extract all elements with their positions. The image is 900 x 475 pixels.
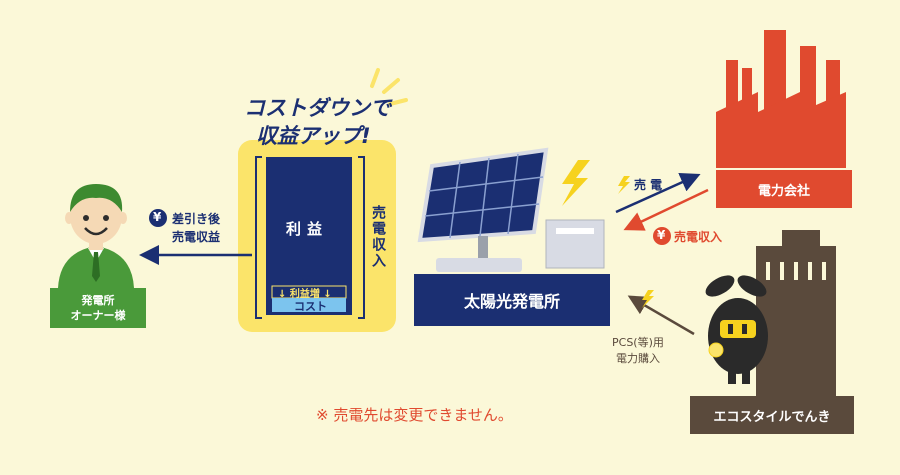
inverter-icon [545,219,605,269]
utility-revenue-label: 売電収入 [674,230,723,244]
solar-panel-icon [417,147,549,272]
payout-label-line1: 差引き後 [172,212,221,226]
utility-label: 電力会社 [757,183,810,199]
purchase-label-line2: 電力購入 [616,352,660,365]
banner-line2: 収益アップ! [256,124,371,148]
payout-label-line2: 売電収益 [172,230,221,244]
cost-bar [272,298,346,312]
utility-yen-badge [653,227,671,245]
mascot-icon [705,275,768,384]
building-icon [756,230,836,396]
plant-box [414,274,610,326]
starburst-icon [370,68,408,106]
profit-label: 利益 [286,220,329,238]
cost-label: コスト [294,300,327,313]
sell-label: 売 電 [634,178,663,192]
revenue-arrow [623,188,709,231]
utility-yen-symbol: ¥ [657,228,666,242]
eco-label: エコスタイルでんき [713,409,831,425]
purchase-label-line1: PCS(等)用 [612,336,664,349]
right-bracket [358,156,365,319]
owner-line2: オーナー様 [70,309,126,322]
owner-line1: 発電所 [81,294,115,307]
eco-box [690,396,854,434]
plant-label: 太陽光発電所 [463,292,560,311]
banner-line1: コストダウンで [244,96,391,120]
owner-yen-badge [149,209,167,227]
purchase-lightning-icon [642,290,654,308]
sell-lightning-icon [618,176,630,194]
sales-revenue-label: 売電収入 [370,205,386,269]
footnote: ※ 売電先は変更できません。 [316,406,513,424]
sell-arrow [615,173,701,214]
owner-box: 発電所 オーナー様 [50,288,146,328]
factory-icon [716,30,846,168]
owner-yen-symbol: ¥ [153,210,162,224]
purchase-arrow [627,295,695,336]
owner-person-icon [58,184,134,288]
left-bracket [255,156,262,319]
profit-increase-label: ↓ 利益増 ↓ [278,289,332,300]
utility-box [716,170,852,208]
lightning-icon [562,160,590,206]
